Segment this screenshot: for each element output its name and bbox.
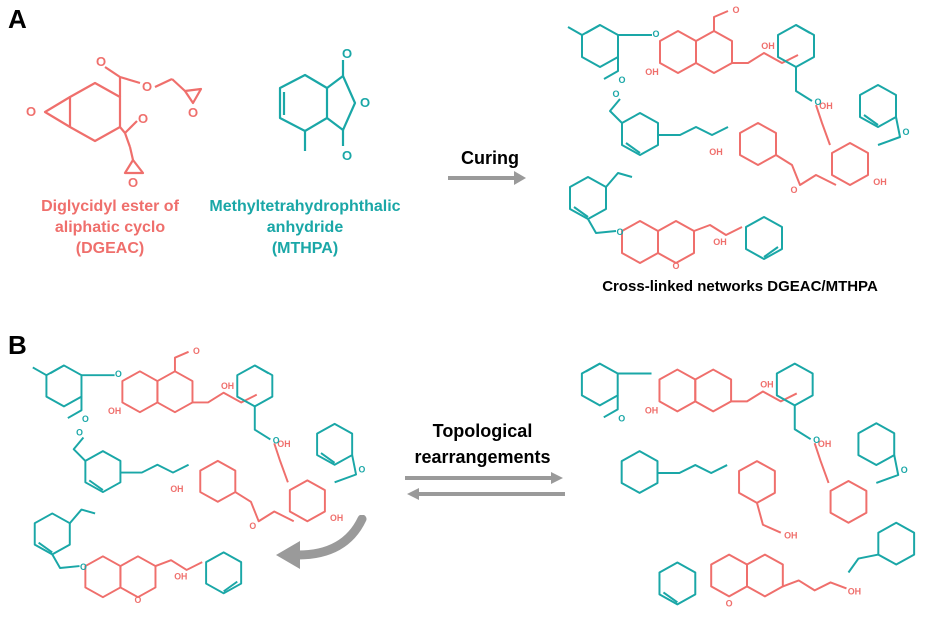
curing-label: Curing — [461, 148, 519, 168]
network-before-exchange: OH OH OH OH OH OH O O O O O O O O O — [32, 346, 365, 605]
network-cured-o-5: O — [612, 89, 619, 99]
curing-arrow — [448, 171, 526, 185]
network-cured-oh-1: OH — [645, 67, 659, 77]
dgeac-carbonyl-o-upper: O — [96, 55, 106, 69]
rearrangement-label: Topological rearrangements — [414, 421, 551, 467]
network-cured: OH OH OH OH OH OH O O O O O O O O O — [567, 5, 910, 270]
network-before-o-3: O — [193, 346, 200, 356]
network-before-o-9: O — [135, 595, 142, 605]
panel-label-b: B — [8, 330, 27, 360]
network-after-oh-5: OH — [848, 586, 861, 596]
network-before-oh-4: OH — [170, 484, 183, 494]
dgeac-structure: O O O O O O — [26, 55, 203, 190]
network-after-o-1: O — [618, 413, 625, 423]
mthpa-carbonyl-o-bottom: O — [342, 148, 352, 163]
mthpa-ring-o: O — [360, 95, 370, 110]
network-before-o-6: O — [249, 521, 256, 531]
network-cured-o-6: O — [790, 185, 797, 195]
network-after-oh-1: OH — [645, 405, 658, 415]
network-before-oh-5: OH — [330, 513, 343, 523]
network-cured-o-4: O — [814, 97, 821, 107]
network-cured-o-3: O — [732, 5, 739, 15]
network-after-oh-4: OH — [784, 531, 797, 541]
mthpa-carbonyl-o-top: O — [342, 48, 352, 61]
network-before-oh-6: OH — [174, 572, 187, 582]
mthpa-label: Methyltetrahydrophthalic anhydride (MTHP… — [209, 198, 401, 257]
network-caption: Cross-linked networks DGEAC/MTHPA — [602, 278, 878, 295]
dgeac-label: Diglycidyl ester of aliphatic cyclo (DGE… — [41, 198, 179, 257]
network-before-o-5: O — [76, 428, 83, 438]
network-cured-oh-3: OH — [819, 101, 833, 111]
network-cured-oh-6: OH — [713, 237, 727, 247]
panel-label-a: A — [8, 4, 27, 34]
dgeac-epoxide-o-upper: O — [188, 105, 198, 120]
network-before-oh-2: OH — [221, 381, 234, 391]
network-cured-o-8: O — [616, 227, 623, 237]
mthpa-structure: O O O — [278, 48, 370, 163]
network-cured-oh-2: OH — [761, 41, 775, 51]
network-after-oh-2: OH — [760, 379, 773, 389]
network-cured-o-9: O — [672, 261, 679, 270]
network-cured-oh-5: OH — [873, 177, 887, 187]
network-cured-o-1: O — [618, 75, 625, 85]
network-cured-o-7: O — [902, 127, 909, 137]
network-before-o-4: O — [273, 435, 280, 445]
network-cured-oh-4: OH — [709, 147, 723, 157]
dgeac-epoxide-o-lower: O — [128, 175, 138, 190]
network-after-o-4: O — [726, 598, 733, 608]
network-before-oh-3: OH — [277, 439, 290, 449]
network-before-o-8: O — [80, 562, 87, 572]
dgeac-carbonyl-o-lower: O — [138, 111, 148, 126]
exchange-curved-arrow — [276, 515, 367, 569]
network-cured-o-2: O — [652, 29, 659, 39]
forward-arrow — [405, 472, 563, 484]
dgeac-epoxide-o: O — [26, 104, 36, 119]
network-before-o-7: O — [358, 465, 365, 475]
network-after-o-2: O — [813, 435, 820, 445]
network-before-oh-1: OH — [108, 406, 121, 416]
network-before-o-1: O — [82, 414, 89, 424]
reverse-arrow — [407, 488, 565, 500]
network-after-o-3: O — [901, 465, 908, 475]
dgeac-ester-o-upper: O — [142, 79, 152, 94]
network-after-oh-3: OH — [818, 439, 831, 449]
network-after-exchange: OH OH OH OH OH O O O O — [580, 362, 916, 608]
network-before-o-2: O — [115, 369, 122, 379]
